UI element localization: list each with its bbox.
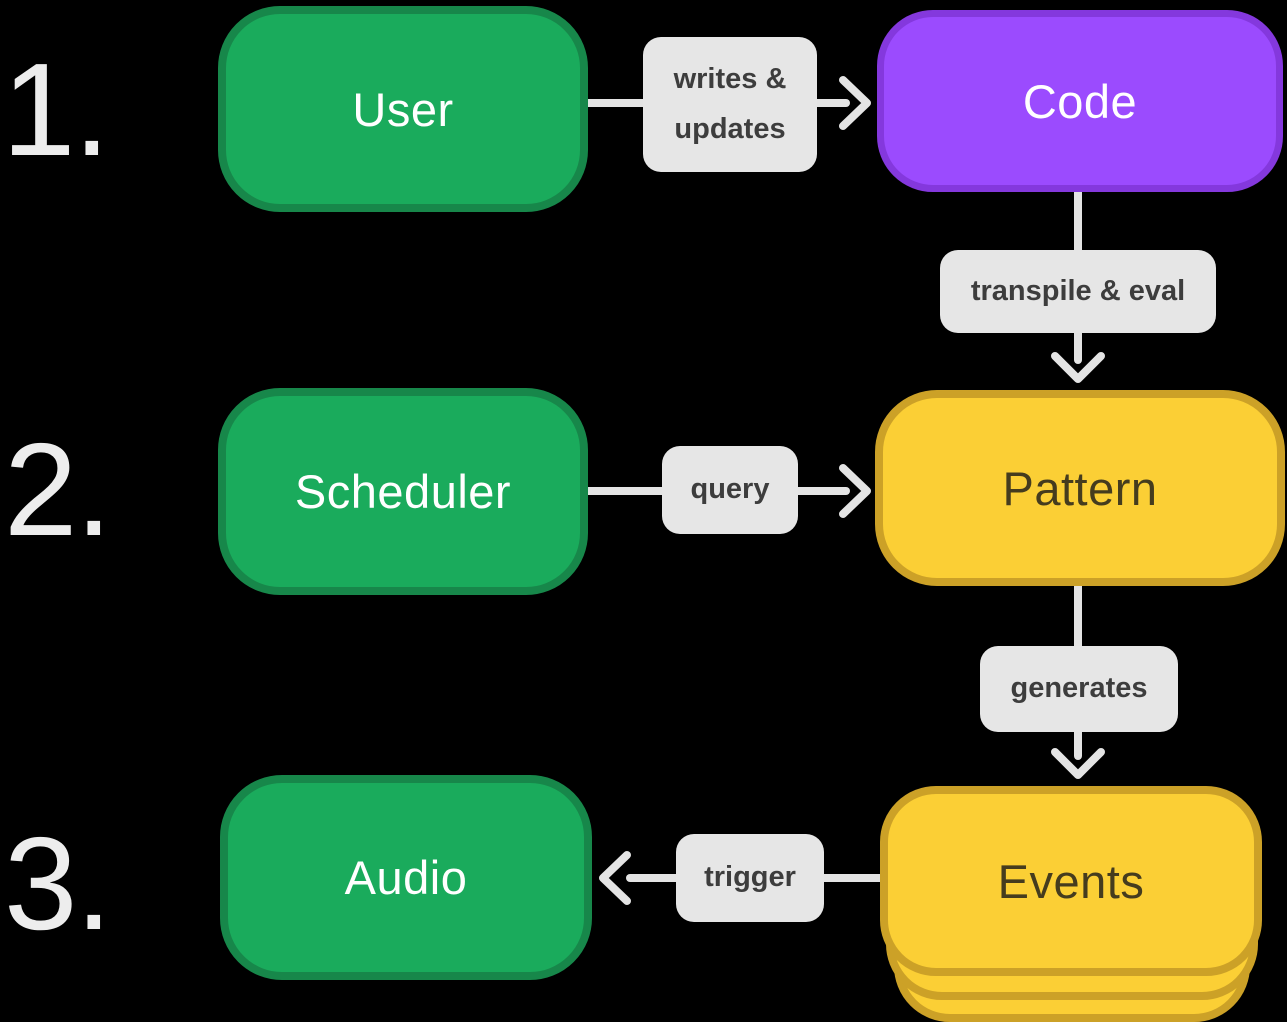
edge-label-query: query xyxy=(662,446,798,534)
scheduler-node: Scheduler xyxy=(218,388,588,595)
user-node: User xyxy=(218,6,588,212)
code-node-label: Code xyxy=(1022,74,1138,128)
edge-label-generates: generates xyxy=(980,646,1178,732)
step-number-3: 3. xyxy=(4,810,112,957)
events-node-label: Events xyxy=(997,854,1145,908)
step-number-1: 1. xyxy=(2,36,110,183)
edge-label-trigger: trigger xyxy=(676,834,824,922)
edge-label-writes-updates: writes & updates xyxy=(643,37,817,172)
edge-user-to-code-arrowhead-icon xyxy=(839,76,871,130)
events-node-stack: Events xyxy=(874,786,1274,1022)
scheduler-node-label: Scheduler xyxy=(294,465,512,518)
edge-label-transpile-eval: transpile & eval xyxy=(940,250,1216,333)
events-node: Events xyxy=(880,786,1262,976)
audio-node: Audio xyxy=(220,775,592,980)
code-node: Code xyxy=(877,10,1283,192)
user-node-label: User xyxy=(352,82,454,136)
step-number-2: 2. xyxy=(4,416,112,563)
pattern-node-label: Pattern xyxy=(1002,461,1158,515)
edge-scheduler-to-pattern-arrowhead-icon xyxy=(839,464,871,518)
edge-events-to-audio-arrowhead-icon xyxy=(599,851,631,905)
edge-pattern-to-events-arrowhead-icon xyxy=(1051,748,1105,779)
audio-node-label: Audio xyxy=(344,851,468,904)
pattern-node: Pattern xyxy=(875,390,1285,586)
edge-code-to-pattern-arrowhead-icon xyxy=(1051,352,1105,383)
